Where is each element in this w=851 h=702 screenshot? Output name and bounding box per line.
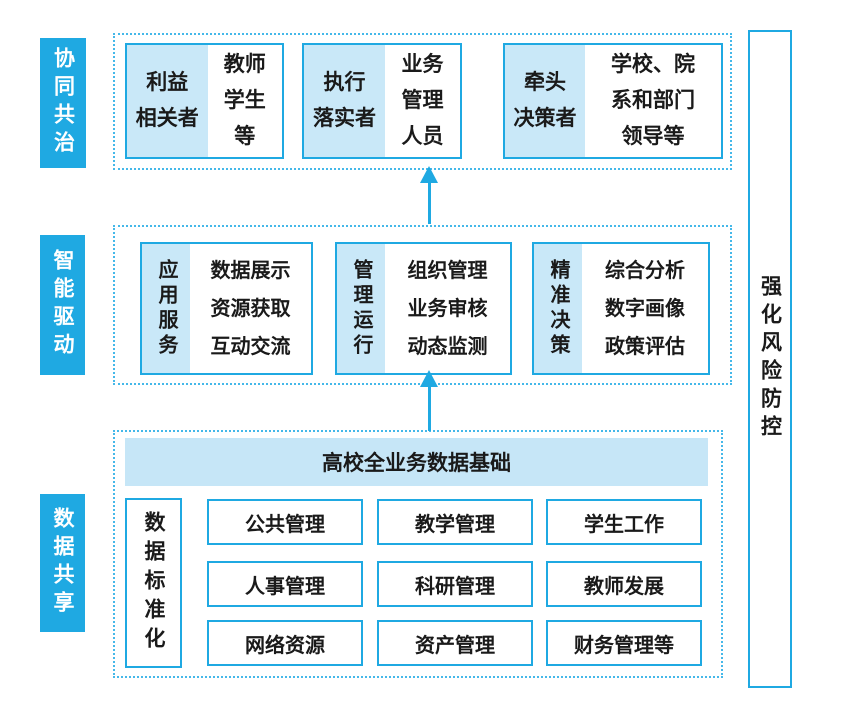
decision-maker-role: 牵头 决策者 (505, 45, 585, 157)
data-foundation-title: 高校全业务数据基础 (322, 452, 511, 475)
cell-text: 财务管理等 (574, 634, 674, 657)
executor-role: 执行 落实者 (304, 45, 386, 157)
side-label-text: 数据共享 (51, 507, 74, 619)
application-service-role: 应用服务 (142, 244, 190, 373)
management-operation-role: 管理运行 (337, 244, 385, 373)
decision-maker-members: 学校、院 系和部门 领导等 (585, 45, 721, 157)
role-text: 牵头 决策者 (513, 71, 577, 130)
members-text: 业务 管理 人员 (401, 53, 444, 148)
business-cell-public-management: 公共管理 (207, 499, 363, 545)
cell-text: 教师发展 (584, 575, 664, 598)
business-cell-teacher-development: 教师发展 (546, 561, 702, 607)
precise-decision-role: 精准决策 (534, 244, 582, 373)
arrow-head-icon (420, 370, 438, 387)
up-arrow-middle-to-top (420, 166, 438, 224)
role-text: 应用服务 (155, 258, 177, 359)
business-cell-finance-management: 财务管理等 (546, 620, 702, 666)
functions-text: 综合分析 数字画像 政策评估 (605, 259, 685, 358)
role-text: 利益 相关者 (135, 71, 199, 130)
risk-control-bar: 强化风险防控 (748, 30, 792, 688)
cell-text: 科研管理 (415, 575, 495, 598)
cell-text: 网络资源 (245, 634, 325, 657)
application-service-functions: 数据展示 资源获取 互动交流 (190, 244, 311, 373)
business-cell-asset-management: 资产管理 (377, 620, 533, 666)
side-label-intelligent-drive: 智能驱动 (40, 235, 85, 375)
cell-text: 资产管理 (415, 634, 495, 657)
arrow-shaft (427, 183, 431, 224)
precise-decision-box: 精准决策 综合分析 数字画像 政策评估 (532, 242, 710, 375)
data-standardization-label: 数据标准化 (142, 510, 165, 656)
role-text: 精准决策 (547, 258, 569, 359)
management-operation-functions: 组织管理 业务审核 动态监测 (385, 244, 510, 373)
cell-text: 教学管理 (415, 513, 495, 536)
arrow-shaft (427, 387, 431, 431)
members-text: 学校、院 系和部门 领导等 (610, 53, 695, 148)
business-cell-teaching-management: 教学管理 (377, 499, 533, 545)
application-service-box: 应用服务 数据展示 资源获取 互动交流 (140, 242, 313, 375)
side-label-text: 协同共治 (51, 47, 75, 159)
management-operation-box: 管理运行 组织管理 业务审核 动态监测 (335, 242, 512, 375)
functions-text: 数据展示 资源获取 互动交流 (210, 259, 291, 358)
side-label-collaborative-governance: 协同共治 (40, 38, 86, 168)
cell-text: 公共管理 (245, 513, 325, 536)
members-text: 教师 学生 等 (223, 53, 266, 148)
side-label-text: 智能驱动 (51, 249, 74, 361)
stakeholder-members: 教师 学生 等 (208, 45, 282, 157)
risk-control-label: 强化风险防控 (758, 275, 782, 443)
precise-decision-functions: 综合分析 数字画像 政策评估 (582, 244, 708, 373)
data-standardization-box: 数据标准化 (125, 498, 182, 668)
business-cell-student-work: 学生工作 (546, 499, 702, 545)
decision-maker-box: 牵头 决策者 学校、院 系和部门 领导等 (503, 43, 723, 159)
executor-box: 执行 落实者 业务 管理 人员 (302, 43, 462, 159)
functions-text: 组织管理 业务审核 动态监测 (407, 259, 488, 358)
stakeholder-box: 利益 相关者 教师 学生 等 (125, 43, 284, 159)
role-text: 管理运行 (350, 258, 372, 359)
arrow-head-icon (420, 166, 438, 183)
business-cell-hr-management: 人事管理 (207, 561, 363, 607)
role-text: 执行 落实者 (313, 71, 377, 130)
stakeholder-role: 利益 相关者 (127, 45, 208, 157)
data-foundation-header: 高校全业务数据基础 (125, 438, 708, 486)
side-label-data-sharing: 数据共享 (40, 494, 85, 632)
cell-text: 人事管理 (245, 575, 325, 598)
business-cell-network-resources: 网络资源 (207, 620, 363, 666)
executor-members: 业务 管理 人员 (385, 45, 460, 157)
up-arrow-bottom-to-middle (420, 370, 438, 431)
business-cell-research-management: 科研管理 (377, 561, 533, 607)
cell-text: 学生工作 (584, 513, 664, 536)
